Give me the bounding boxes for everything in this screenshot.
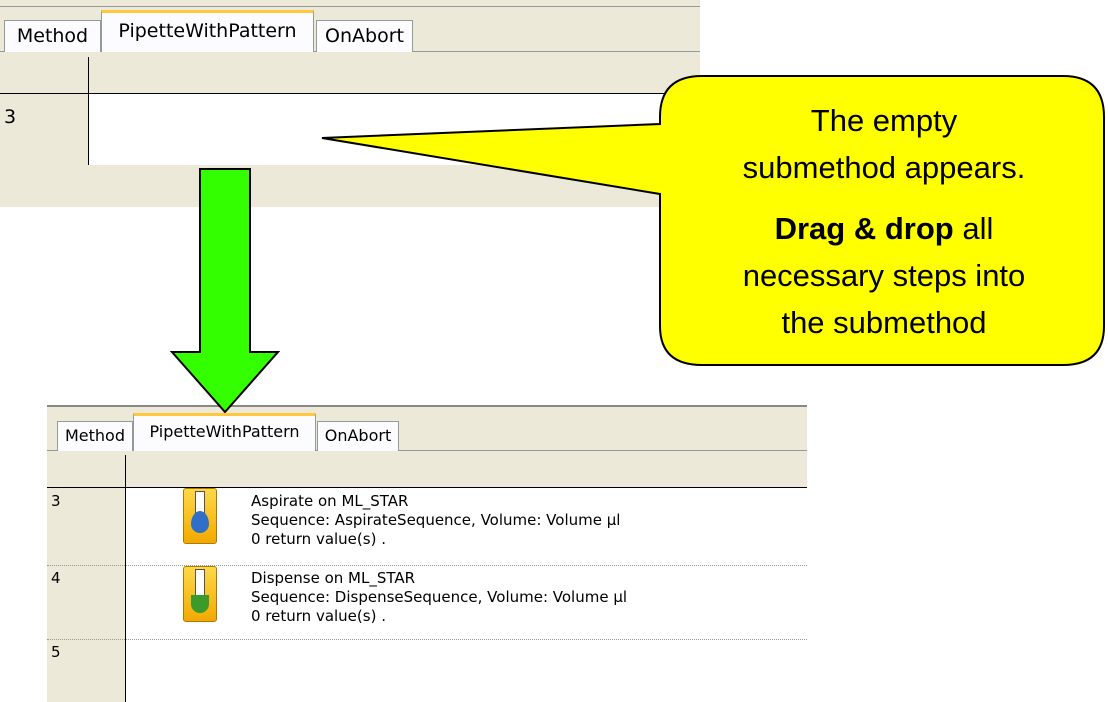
row-number: 5	[51, 643, 61, 661]
row-number: 3	[4, 106, 17, 128]
callout-line-4: necessary steps into	[742, 258, 1026, 293]
grid-header	[47, 455, 807, 488]
tab-pipettewithpattern[interactable]: PipetteWithPattern	[101, 10, 314, 52]
step-title: Aspirate on ML_STAR	[251, 492, 409, 510]
row-number: 3	[51, 492, 61, 510]
tab-onabort[interactable]: OnAbort	[317, 421, 399, 451]
aspirate-icon	[183, 488, 217, 544]
step-grid: 3	[0, 57, 700, 165]
step-row[interactable]: 3 Aspirate on ML_STAR Sequence: Aspirate…	[47, 488, 807, 566]
row-number-header-cell	[0, 57, 89, 94]
panel-top-edge	[47, 405, 807, 407]
panel-top-edge	[0, 0, 700, 7]
bottom-editor-panel: Method PipetteWithPattern OnAbort 3 Aspi…	[47, 405, 807, 702]
step-row[interactable]: 5	[47, 640, 807, 702]
step-detail: Sequence: DispenseSequence, Volume: Volu…	[251, 588, 628, 606]
step-return-values: 0 return value(s) .	[251, 530, 386, 548]
tab-method[interactable]: Method	[57, 421, 133, 451]
grid-header	[0, 57, 700, 94]
top-editor-panel: Method PipetteWithPattern OnAbort 3	[0, 0, 700, 207]
step-title: Dispense on ML_STAR	[251, 569, 416, 587]
tab-pipettewithpattern[interactable]: PipetteWithPattern	[133, 413, 316, 451]
step-grid: 3 Aspirate on ML_STAR Sequence: Aspirate…	[47, 455, 807, 702]
tab-label: Method	[16, 25, 89, 47]
callout-bold-text: Drag & drop	[774, 211, 954, 246]
tab-method[interactable]: Method	[4, 20, 101, 52]
empty-step-row[interactable]	[89, 94, 700, 165]
header-divider	[47, 487, 126, 488]
row-number-cell: 3	[0, 94, 89, 165]
tab-label: Method	[64, 426, 125, 445]
callout-line-2: submethod appears.	[742, 150, 1026, 185]
step-return-values: 0 return value(s) .	[251, 607, 386, 625]
tab-bar	[47, 405, 807, 451]
tab-label: PipetteWithPattern	[118, 20, 297, 42]
dispense-icon	[183, 566, 217, 622]
row-number-column	[47, 455, 126, 702]
step-row[interactable]: 4 Dispense on ML_STAR Sequence: Dispense…	[47, 566, 807, 640]
callout-line-5: the submethod	[781, 305, 987, 340]
row-number: 4	[51, 569, 61, 587]
tab-onabort[interactable]: OnAbort	[316, 20, 413, 52]
callout-line-3: Drag & drop all	[664, 211, 1104, 247]
callout-rest-text: all	[953, 211, 994, 246]
tab-label: PipetteWithPattern	[149, 422, 300, 441]
step-detail: Sequence: AspirateSequence, Volume: Volu…	[251, 511, 621, 529]
tab-label: OnAbort	[325, 25, 404, 47]
tab-label: OnAbort	[324, 426, 392, 445]
callout-line-1: The empty	[810, 103, 958, 138]
